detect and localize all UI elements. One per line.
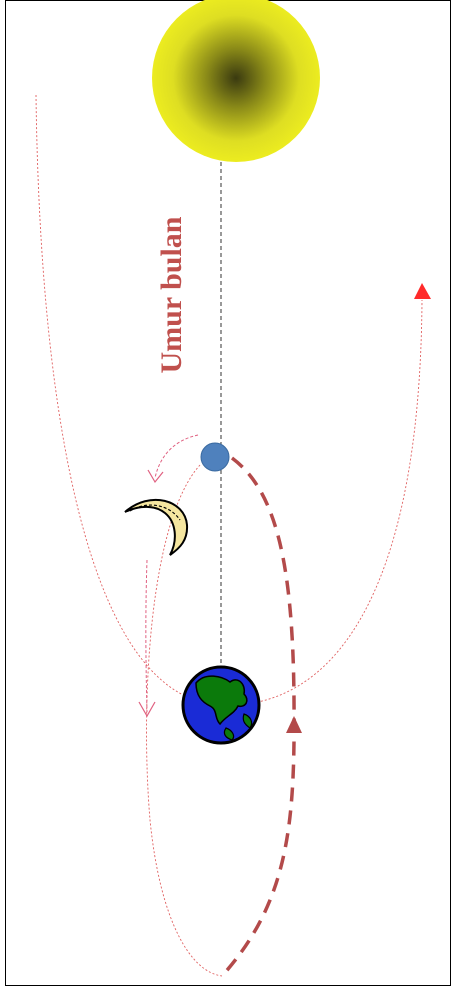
moon-orbit-thin-path (146, 464, 223, 977)
crescent-moon-icon (124, 498, 189, 556)
earth-orbit-path (35, 94, 423, 706)
moon-orbit-dashed-path (220, 456, 296, 978)
earth-icon (181, 665, 261, 745)
diagram-frame (5, 0, 451, 986)
moon-motion-arrow (154, 434, 199, 479)
moon-orbit-arrow-icon (286, 716, 302, 733)
sun-icon (152, 0, 320, 162)
moon-icon (200, 442, 230, 472)
moon-motion-arrowhead-icon (147, 469, 164, 484)
orbit-arrow-icon (414, 283, 431, 299)
earth-left-arrowhead-icon (138, 701, 156, 718)
earth-left-arrow (145, 559, 148, 713)
